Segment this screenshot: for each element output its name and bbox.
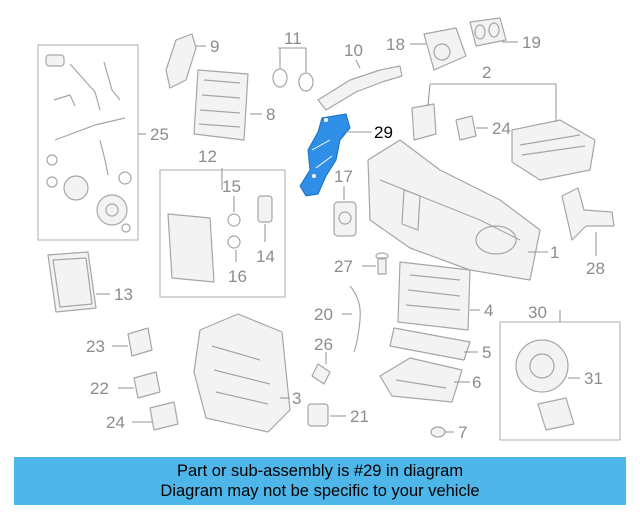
callout-2: 2 bbox=[482, 63, 491, 82]
part-13-filter bbox=[47, 251, 97, 313]
part-4-filter bbox=[397, 261, 471, 331]
banner-line-2: Diagram may not be specific to your vehi… bbox=[160, 482, 480, 500]
part-30-blower bbox=[515, 339, 569, 393]
info-banner: Part or sub-assembly is #29 in diagram D… bbox=[14, 457, 626, 505]
part-18-gasket bbox=[423, 27, 467, 71]
callout-8: 8 bbox=[266, 105, 275, 124]
callout-21: 21 bbox=[350, 407, 369, 426]
callout-28: 28 bbox=[586, 259, 605, 278]
callout-5: 5 bbox=[482, 343, 491, 362]
part-9 bbox=[165, 33, 197, 89]
callout-30: 30 bbox=[528, 303, 547, 322]
part-24-clip-lower bbox=[149, 401, 179, 431]
callout-7: 7 bbox=[458, 423, 467, 442]
callout-25: 25 bbox=[150, 125, 169, 144]
part-19-gasket bbox=[469, 17, 507, 47]
banner-line-1: Part or sub-assembly is #29 in diagram bbox=[176, 462, 464, 480]
part-11-rings bbox=[272, 68, 314, 92]
parts-diagram: 1 2 3 4 5 6 7 8 9 10 11 12 13 14 15 16 1… bbox=[37, 17, 621, 442]
callout-29[interactable]: 29 bbox=[374, 123, 393, 142]
callout-4: 4 bbox=[484, 301, 493, 320]
part-31-resistor bbox=[537, 397, 575, 431]
part-6-plate bbox=[379, 357, 463, 403]
callout-31: 31 bbox=[584, 369, 603, 388]
part-21-resistor bbox=[307, 403, 329, 427]
part-14-valve bbox=[257, 195, 273, 223]
callout-13: 13 bbox=[114, 285, 133, 304]
callout-10: 10 bbox=[344, 41, 363, 60]
callout-17: 17 bbox=[334, 167, 353, 186]
part-8-evaporator bbox=[193, 69, 249, 141]
leader-lines bbox=[96, 41, 597, 433]
part-26-sensor bbox=[311, 363, 331, 385]
part-16-oring bbox=[227, 235, 241, 249]
part-20-hose bbox=[349, 285, 361, 353]
callout-20: 20 bbox=[314, 305, 333, 324]
callout-6: 6 bbox=[472, 373, 481, 392]
callout-22: 22 bbox=[90, 379, 109, 398]
part-5-seal bbox=[389, 327, 471, 361]
part-27-bolt bbox=[375, 252, 389, 275]
part-29-highlighted[interactable] bbox=[299, 113, 351, 197]
callout-27: 27 bbox=[334, 257, 353, 276]
callout-15: 15 bbox=[222, 177, 241, 196]
callout-12: 12 bbox=[198, 147, 217, 166]
part-17-actuator bbox=[333, 201, 357, 237]
callout-23: 23 bbox=[86, 337, 105, 356]
part-25-pipes bbox=[45, 54, 132, 233]
part-23-clip bbox=[127, 327, 153, 357]
part-24-clip-upper bbox=[455, 115, 477, 141]
part-7-grommet bbox=[430, 426, 446, 438]
part-2-duct bbox=[411, 103, 596, 181]
part-15-oring bbox=[227, 213, 241, 227]
callout-19: 19 bbox=[522, 33, 541, 52]
callout-24-lower: 24 bbox=[106, 413, 125, 432]
callout-9: 9 bbox=[210, 37, 219, 56]
part-22-clip bbox=[133, 371, 161, 399]
callout-18: 18 bbox=[386, 35, 405, 54]
callout-26: 26 bbox=[314, 335, 333, 354]
callout-16: 16 bbox=[228, 267, 247, 286]
part-28-bracket bbox=[561, 187, 615, 241]
callout-3: 3 bbox=[292, 389, 301, 408]
part-10-pipe bbox=[317, 65, 403, 111]
part-1-housing bbox=[367, 139, 541, 281]
part-12-block bbox=[167, 213, 215, 283]
callout-14: 14 bbox=[256, 247, 275, 266]
callout-11: 11 bbox=[284, 29, 302, 48]
group-box-25 bbox=[37, 44, 139, 241]
callout-24-upper: 24 bbox=[492, 119, 511, 138]
callout-1: 1 bbox=[550, 243, 559, 262]
part-3-housing bbox=[193, 313, 291, 433]
